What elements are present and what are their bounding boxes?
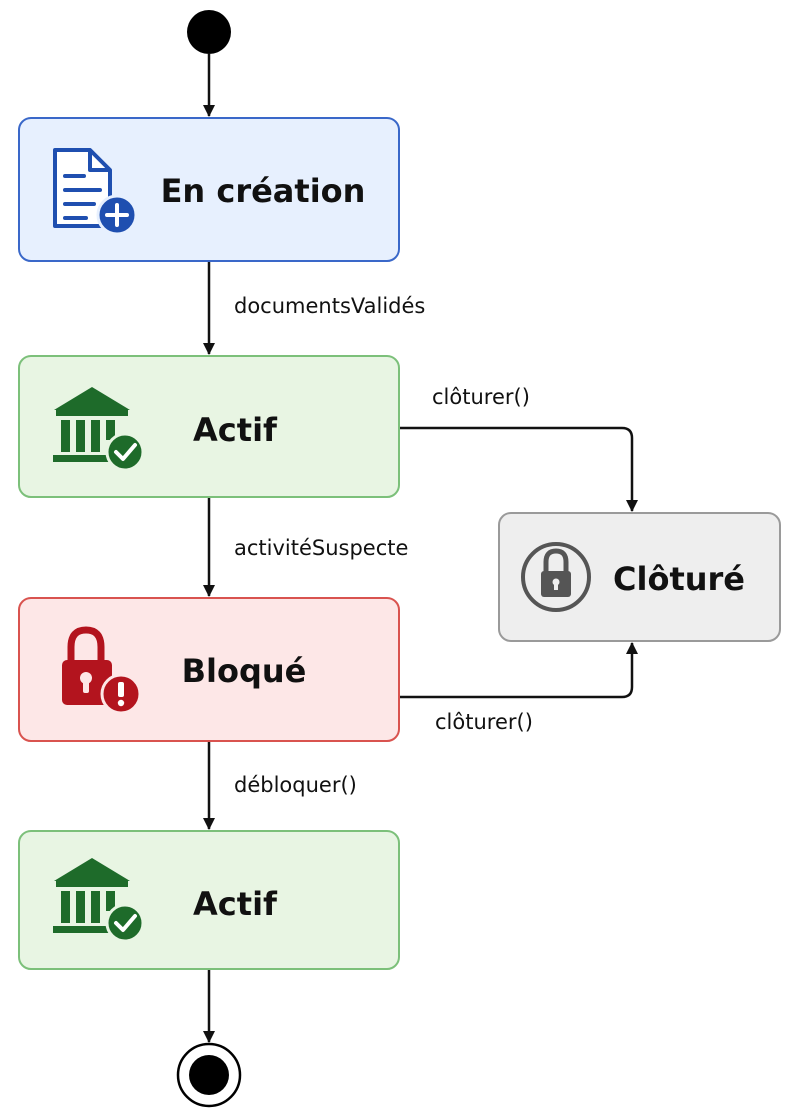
lock-icon — [521, 542, 591, 612]
edge-bloque-to-cloture — [399, 642, 638, 699]
label-debloquer: débloquer() — [234, 773, 357, 797]
label-documents-valides: documentsValidés — [234, 294, 425, 318]
final-node — [176, 1042, 242, 1108]
state-label-cloture: Clôturé — [613, 560, 745, 598]
state-label-en-creation: En création — [161, 172, 366, 210]
state-actif-final: Actif — [18, 830, 400, 970]
bank-check-icon — [53, 858, 145, 943]
state-label-bloque: Bloqué — [182, 652, 307, 690]
state-label-actif-final: Actif — [193, 885, 278, 923]
edge-actif-to-cloture — [399, 426, 638, 512]
state-en-creation: En création — [18, 117, 400, 262]
state-cloture: Clôturé — [498, 512, 781, 642]
state-label-actif: Actif — [193, 411, 278, 449]
document-add-icon — [53, 148, 138, 236]
bank-check-icon — [53, 387, 145, 472]
state-actif: Actif — [18, 355, 400, 498]
state-bloque: Bloqué — [18, 597, 400, 742]
initial-node — [187, 10, 231, 54]
lock-alert-icon — [62, 626, 142, 715]
label-cloturer-actif: clôturer() — [432, 385, 530, 409]
label-activite-suspecte: activitéSuspecte — [234, 536, 408, 560]
label-cloturer-bloque: clôturer() — [435, 710, 533, 734]
